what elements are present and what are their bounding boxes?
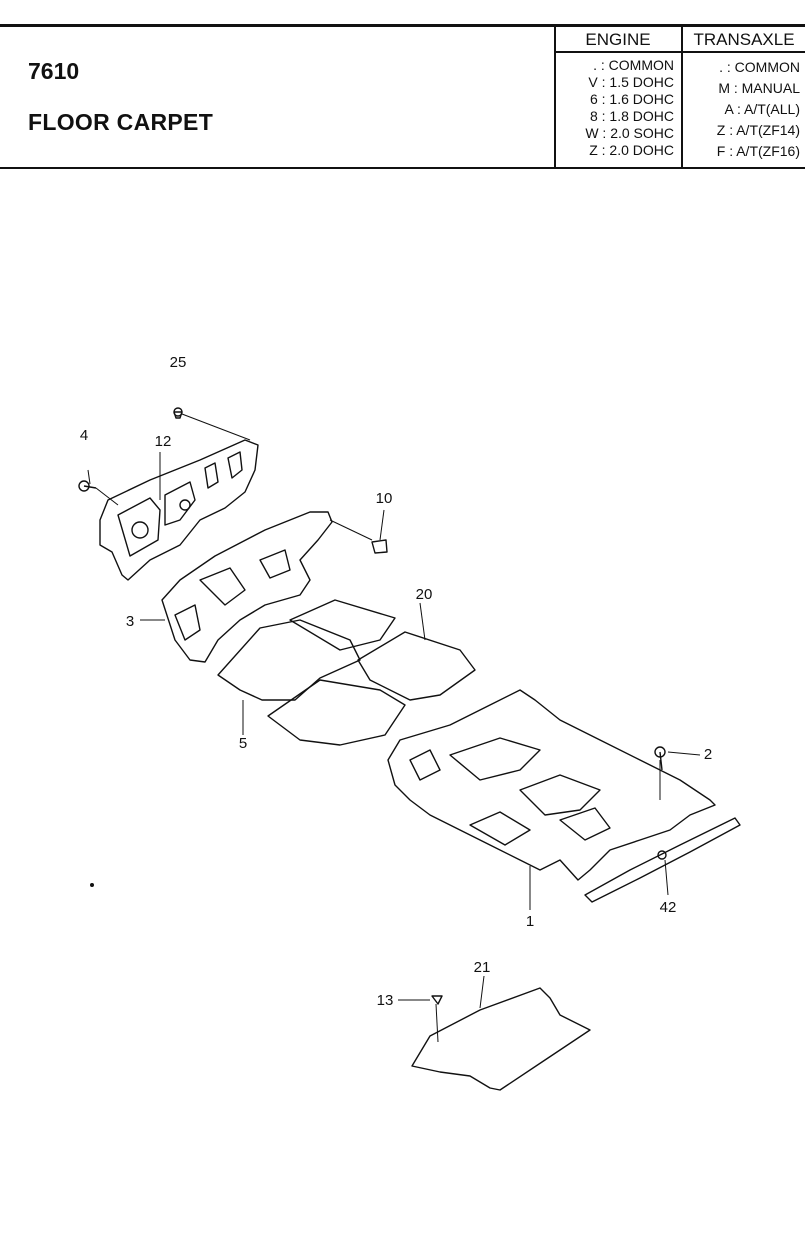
header-divider-left — [554, 27, 556, 167]
callout-12: 12 — [155, 433, 172, 450]
catalog-code: 7610 — [28, 58, 80, 84]
transaxle-code: M : MANUAL — [718, 80, 800, 96]
dash-carpet — [161, 511, 333, 663]
main-floor-carpet — [387, 689, 716, 881]
transaxle-code: . : COMMON — [719, 59, 800, 75]
trim-strip-part-42 — [584, 817, 741, 903]
clip-part-25 — [173, 407, 183, 419]
callout-5: 5 — [239, 735, 247, 752]
callout-2: 2 — [704, 746, 712, 763]
callout-10: 10 — [376, 490, 393, 507]
clip-part-4 — [78, 480, 97, 492]
clip-part-2 — [654, 746, 666, 771]
callout-20: 20 — [416, 586, 433, 603]
engine-code: Z : 2.0 DOHC — [589, 142, 674, 158]
rear-floor-mat — [289, 599, 476, 701]
callout-1: 1 — [526, 913, 534, 930]
callout-4: 4 — [80, 427, 88, 444]
clip-part-13 — [431, 995, 443, 1005]
transaxle-code: Z : A/T(ZF14) — [716, 122, 800, 138]
callout-3: 3 — [126, 613, 134, 630]
leader-lines — [87, 413, 701, 1043]
luggage-carpet — [411, 987, 591, 1091]
engine-code: V : 1.5 DOHC — [588, 74, 674, 90]
engine-heading: ENGINE — [585, 30, 651, 49]
engine-code: . : COMMON — [593, 57, 674, 73]
plug-part-10 — [371, 539, 388, 554]
header-subrule — [554, 51, 805, 53]
transaxle-code: A : A/T(ALL) — [724, 101, 800, 117]
transaxle-heading: TRANSAXLE — [693, 30, 795, 49]
transaxle-code: F : A/T(ZF16) — [716, 143, 800, 159]
page-title: FLOOR CARPET — [28, 109, 214, 135]
header-top-rule — [0, 24, 805, 27]
engine-code: 6 : 1.6 DOHC — [589, 91, 674, 107]
callout-21: 21 — [474, 959, 491, 976]
stray-dot — [90, 883, 94, 887]
callout-42: 42 — [660, 899, 677, 916]
front-floor-mat — [217, 619, 406, 746]
engine-code: 8 : 1.8 DOHC — [589, 108, 674, 124]
dash-insulator-panel — [99, 439, 259, 581]
floor-carpet-diagram: 25 4 12 10 20 3 5 2 1 42 21 13 — [78, 354, 741, 1091]
callout-25: 25 — [170, 354, 187, 371]
engine-code: W : 2.0 SOHC — [585, 125, 674, 141]
callout-13: 13 — [377, 992, 394, 1009]
header-divider-mid — [681, 27, 683, 167]
header-bottom-rule — [0, 167, 805, 169]
